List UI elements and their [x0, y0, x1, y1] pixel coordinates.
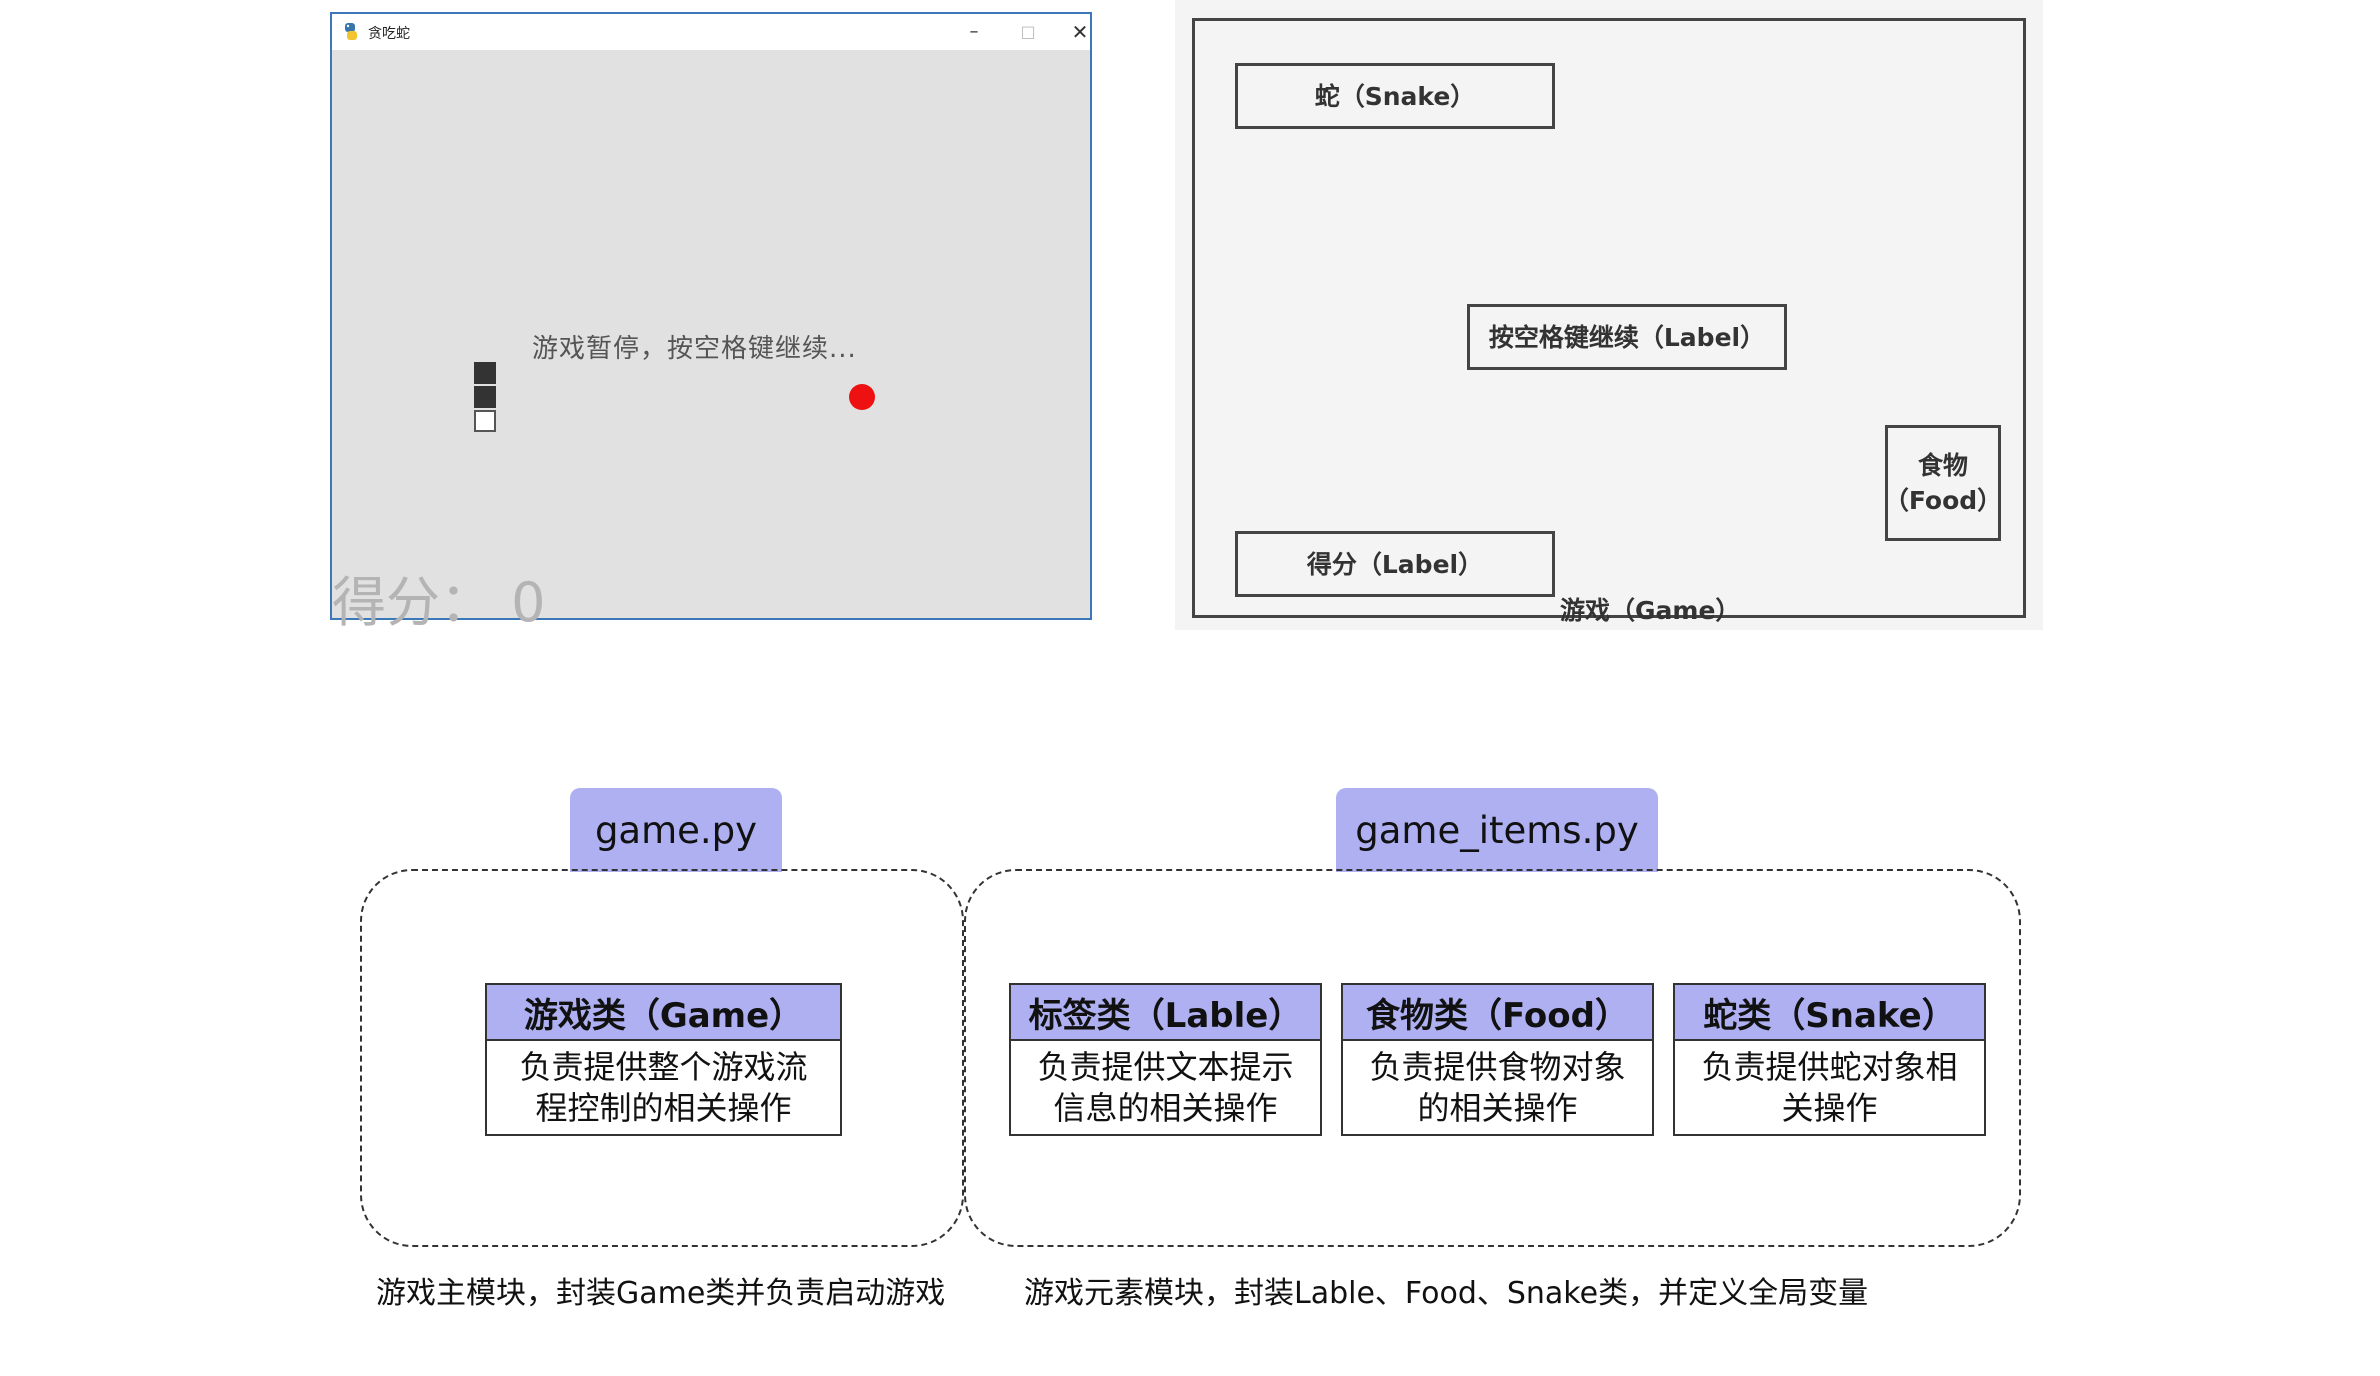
sketch-game-frame: 蛇（Snake） 按空格键继续（Label） 食物 （Food） 得分（Labe…: [1192, 18, 2026, 625]
maximize-button[interactable]: □: [1020, 22, 1036, 41]
python-snake-icon: [345, 23, 357, 40]
snake-body-segment: [474, 386, 496, 408]
score-label: 得分： 0: [332, 571, 546, 634]
layout-sketch: 蛇（Snake） 按空格键继续（Label） 食物 （Food） 得分（Labe…: [1175, 0, 2043, 630]
close-button[interactable]: ✕: [1071, 20, 1089, 44]
pause-message: 游戏暂停，按空格键继续...: [532, 334, 857, 364]
snake-head-segment: [474, 362, 496, 384]
module-group-game-items: [964, 869, 2021, 1247]
module-tab-game-items: game_items.py: [1336, 788, 1658, 872]
class-box-food: 食物类（Food） 负责提供食物对象 的相关操作: [1341, 983, 1654, 1136]
module-tab-game: game.py: [570, 788, 782, 872]
food-dot: [849, 384, 875, 410]
sketch-food-box: 食物 （Food）: [1884, 425, 2002, 541]
sketch-game-label: 游戏（Game）: [1560, 596, 1741, 625]
game-window: 贪吃蛇 – □ ✕ 游戏暂停，按空格键继续... 得分： 0: [330, 12, 1092, 634]
module-group-game: [360, 869, 964, 1247]
class-title: 标签类（Lable）: [1011, 985, 1320, 1041]
class-title: 食物类（Food）: [1343, 985, 1652, 1041]
class-box-game: 游戏类（Game） 负责提供整个游戏流 程控制的相关操作: [485, 983, 842, 1136]
window-title: 贪吃蛇: [368, 26, 410, 42]
class-description: 负责提供蛇对象相 关操作: [1701, 1047, 1958, 1127]
class-box-snake: 蛇类（Snake） 负责提供蛇对象相 关操作: [1673, 983, 1986, 1136]
game-canvas[interactable]: 游戏暂停，按空格键继续... 得分： 0: [332, 50, 1090, 634]
window-titlebar: 贪吃蛇 – □ ✕: [332, 14, 1090, 50]
minimize-button[interactable]: –: [969, 21, 979, 42]
class-description: 负责提供食物对象 的相关操作: [1369, 1047, 1626, 1127]
snake-tail-segment: [474, 410, 496, 432]
class-description: 负责提供整个游戏流 程控制的相关操作: [519, 1047, 808, 1127]
class-title: 蛇类（Snake）: [1675, 985, 1984, 1041]
class-description: 负责提供文本提示 信息的相关操作: [1037, 1047, 1294, 1127]
sketch-snake-box: 蛇（Snake）: [1235, 63, 1555, 129]
sketch-score-box: 得分（Label）: [1235, 531, 1555, 597]
module-caption-game-items: 游戏元素模块，封装Lable、Food、Snake类，并定义全局变量: [1024, 1276, 1869, 1311]
module-caption-game: 游戏主模块，封装Game类并负责启动游戏: [376, 1276, 946, 1311]
sketch-label-box: 按空格键继续（Label）: [1467, 304, 1787, 370]
class-box-label: 标签类（Lable） 负责提供文本提示 信息的相关操作: [1009, 983, 1322, 1136]
class-title: 游戏类（Game）: [487, 985, 840, 1041]
